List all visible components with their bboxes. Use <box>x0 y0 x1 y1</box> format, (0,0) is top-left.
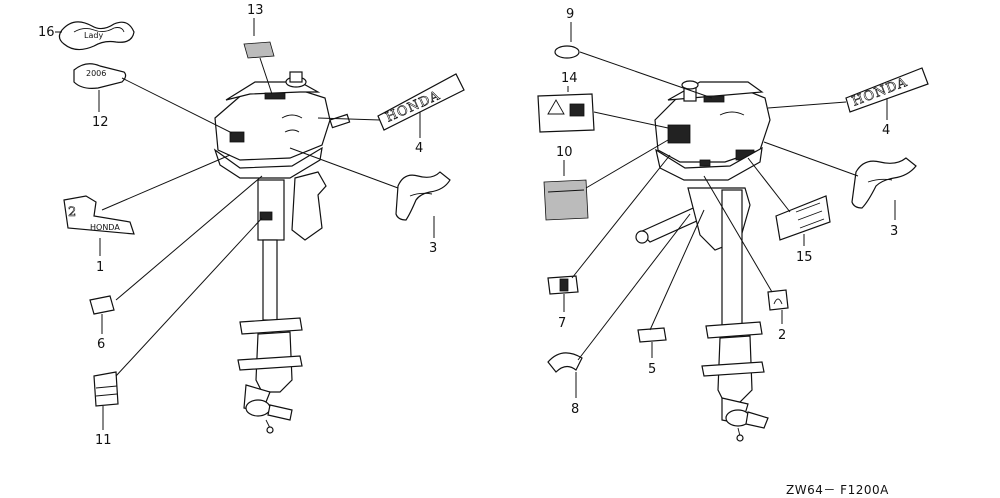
part-9-seal: 9 <box>554 7 713 99</box>
callout-7: 7 <box>558 316 566 331</box>
part-8-grip: 8 <box>547 213 691 417</box>
callout-16: 16 <box>38 25 55 40</box>
diagram-code: ZW64－ F1200A <box>786 483 889 497</box>
svg-text:HONDA: HONDA <box>850 75 910 110</box>
callout-3a: 3 <box>429 241 437 256</box>
part-10-label: 10 <box>543 139 669 221</box>
right-outboard-motor <box>635 80 771 442</box>
part-15-label: 15 <box>747 157 831 265</box>
part-16-emblem: Lady 16 <box>38 21 135 51</box>
callout-2: 2 <box>778 328 786 343</box>
part-7-label: 7 <box>547 154 671 331</box>
callout-13: 13 <box>247 3 264 18</box>
svg-text:HONDA: HONDA <box>384 88 443 125</box>
part-2-label: 2 <box>703 175 789 343</box>
part-3-right-script-badge: 3 <box>763 141 917 239</box>
callout-5: 5 <box>648 362 656 377</box>
part-6-label: 6 <box>89 175 263 352</box>
part-1-emblem: 2 HONDA 1 <box>63 154 231 275</box>
callout-4b: 4 <box>882 123 890 138</box>
callout-8: 8 <box>571 402 579 417</box>
callout-15: 15 <box>796 250 813 265</box>
part-4-left-honda-badge: HONDA 4 <box>317 73 465 156</box>
part-5-label: 5 <box>637 209 705 377</box>
callout-6: 6 <box>97 337 105 352</box>
svg-text:2006: 2006 <box>86 69 106 78</box>
part-4-right-honda-badge: HONDA 4 <box>767 67 929 138</box>
part-12-label: 2006 12 <box>73 63 233 134</box>
svg-text:Lady: Lady <box>84 31 103 40</box>
callout-4a: 4 <box>415 141 423 156</box>
svg-text:2: 2 <box>68 205 77 220</box>
callout-1: 1 <box>96 260 104 275</box>
part-11-label: 11 <box>93 217 263 448</box>
part-3-left-script-badge: 3 <box>289 147 451 256</box>
left-outboard-motor <box>213 71 351 434</box>
callout-10: 10 <box>556 145 573 160</box>
part-14-warning-label: 14 <box>537 71 669 133</box>
callout-3b: 3 <box>890 224 898 239</box>
part-13-label: 13 <box>243 3 275 95</box>
callout-11: 11 <box>95 433 112 448</box>
callout-12: 12 <box>92 115 109 130</box>
svg-text:HONDA: HONDA <box>90 223 120 232</box>
callout-14: 14 <box>561 71 578 86</box>
callout-9: 9 <box>566 7 574 22</box>
